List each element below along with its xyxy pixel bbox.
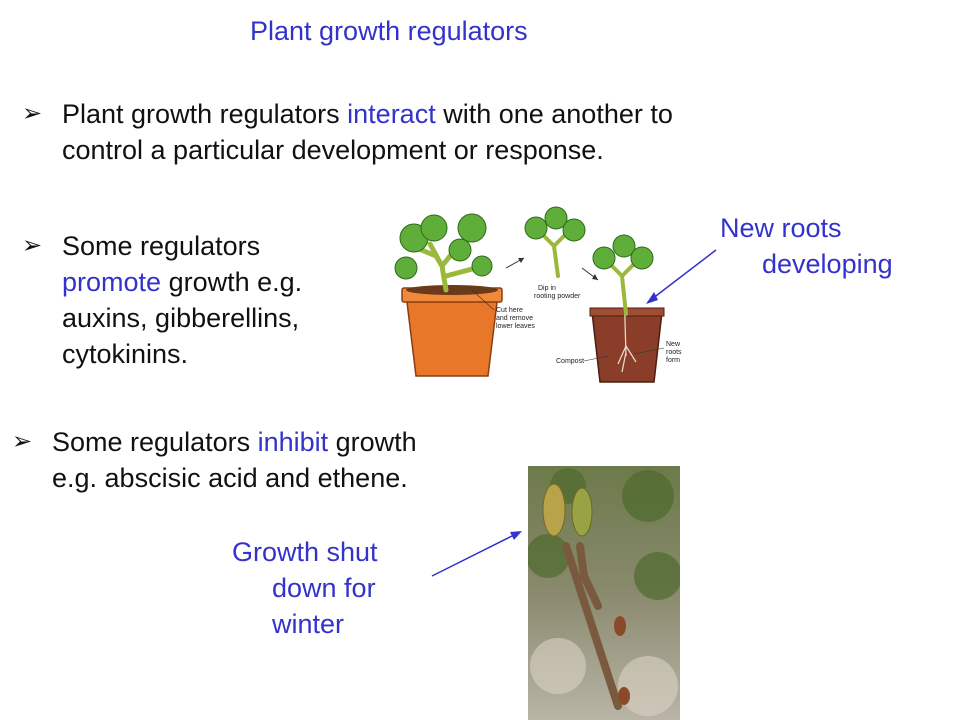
label-cut: and remove <box>496 315 533 322</box>
bullet-line: promote growth e.g. <box>62 267 303 297</box>
arrow-to-twig <box>431 531 521 577</box>
label-cut: lower leaves <box>496 323 535 330</box>
caption-growth-shut-down: Growth shut down for winter <box>232 537 378 639</box>
soil <box>406 285 498 295</box>
leaf <box>630 246 654 270</box>
bullet-line: Some regulators <box>62 231 261 261</box>
bullet-line: control a particular development or resp… <box>62 135 604 165</box>
leaf <box>420 214 448 242</box>
leaf <box>562 218 586 242</box>
highlight-word: inhibit <box>257 427 329 457</box>
label-new-roots: New <box>666 341 681 348</box>
bullet-line: cytokinins. <box>62 339 189 369</box>
bullet-line: Some regulators inhibit growth <box>52 427 417 457</box>
bullet-line: e.g. abscisic acid and ethene. <box>52 463 408 493</box>
cutting-stem <box>540 230 570 278</box>
arrowhead-bullet-icon: ➢ <box>22 100 43 127</box>
leaf <box>524 216 548 240</box>
leaf <box>544 206 568 230</box>
leaf <box>394 256 418 280</box>
leaf <box>457 213 487 243</box>
page-title: Plant growth regulators <box>250 16 528 46</box>
bullet-promote: ➢ Some regulators promote growth e.g. au… <box>22 228 382 378</box>
dormant-twig-photo <box>528 466 680 720</box>
label-new-roots: roots <box>666 349 682 356</box>
label-cut: Cut here <box>496 307 523 314</box>
new-roots <box>617 285 637 373</box>
leaf <box>592 246 616 270</box>
bud <box>618 687 630 705</box>
highlight-word: promote <box>62 267 162 297</box>
bullet-interact: ➢ Plant growth regulators interact with … <box>22 96 822 176</box>
bud <box>542 483 566 537</box>
label-new-roots: form <box>666 357 680 364</box>
flower-pot <box>405 293 499 377</box>
highlight-word: interact <box>347 99 436 129</box>
caption-new-roots: New roots developing <box>720 213 893 279</box>
label-dip: rooting powder <box>534 293 581 300</box>
bud <box>614 616 626 636</box>
leaf <box>448 238 472 262</box>
bullet-line: auxins, gibberellins, <box>62 303 300 333</box>
arrowhead-bullet-icon: ➢ <box>22 232 43 259</box>
plant-cutting-illustration: Dip in rooting powder Cut here and remov… <box>394 206 682 383</box>
leaf <box>612 234 636 258</box>
label-dip: Dip in <box>538 285 556 292</box>
bullet-line: Plant growth regulators interact with on… <box>62 99 673 129</box>
label-compost: Compost <box>556 358 584 365</box>
leaf <box>471 255 493 277</box>
arrowhead-bullet-icon: ➢ <box>12 428 33 455</box>
bullet-inhibit: ➢ Some regulators inhibit growth e.g. ab… <box>12 424 512 504</box>
arrowhead-icon <box>510 531 522 540</box>
twig-branch <box>562 542 622 710</box>
bud <box>571 487 593 537</box>
